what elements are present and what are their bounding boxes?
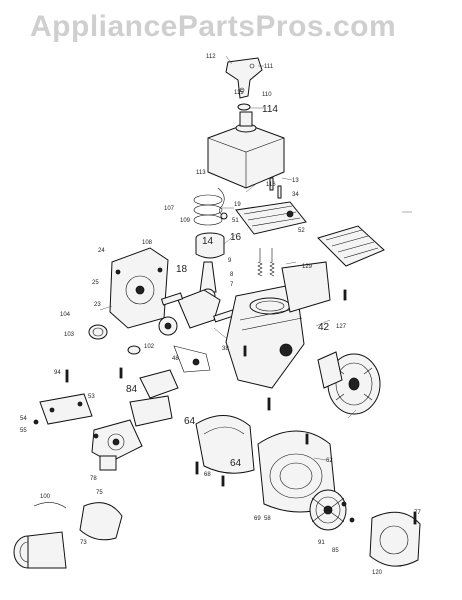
callout-120: 120	[372, 570, 383, 576]
callout-84: 84	[126, 384, 138, 395]
callout-111: 111	[264, 64, 274, 70]
muffler	[13, 531, 67, 569]
callout-78: 78	[90, 476, 97, 482]
leader-lines	[99, 55, 412, 461]
fuel-line-fitting	[217, 187, 228, 220]
gasket-small-top	[237, 103, 251, 111]
callout-104: 104	[60, 312, 71, 318]
callout-55: 55	[20, 428, 27, 434]
callout-64b: 64	[230, 458, 242, 469]
callout-8: 8	[230, 272, 234, 278]
piston	[195, 232, 225, 259]
callout-110: 110	[262, 92, 272, 98]
callout-108: 108	[142, 240, 153, 246]
callout-42: 42	[318, 322, 330, 333]
callout-112: 112	[206, 54, 216, 60]
callout-77: 77	[414, 510, 421, 516]
callout-23: 23	[94, 302, 101, 308]
throttle-bracket	[225, 57, 263, 99]
callout-52: 52	[298, 228, 305, 234]
recoil-starter	[369, 511, 421, 567]
governor-linkage	[139, 345, 211, 399]
callout-7: 7	[230, 282, 234, 288]
callout-48: 48	[172, 356, 179, 362]
callout-51: 51	[232, 218, 239, 224]
callout-116: 116	[266, 182, 276, 188]
callout-54: 54	[20, 416, 27, 422]
starter-pulley	[309, 489, 347, 531]
bearing-washer	[127, 345, 141, 355]
callout-114: 114	[262, 104, 278, 115]
callout-64a: 64	[184, 416, 196, 427]
muffler-guard	[33, 502, 67, 509]
fuel-tank-bracket	[39, 393, 93, 425]
callout-24: 24	[98, 248, 105, 254]
exhaust-deflector	[79, 502, 123, 541]
callout-69: 69	[254, 516, 261, 522]
callout-9: 9	[228, 258, 232, 264]
callout-14: 14	[202, 236, 214, 247]
callout-68: 68	[204, 472, 211, 478]
callout-25: 25	[92, 280, 99, 286]
air-filter-element	[317, 225, 385, 267]
carburetor	[91, 419, 143, 471]
watermark-text: AppliancePartsPros.com	[30, 10, 397, 43]
flywheel	[327, 353, 381, 415]
intake-manifold	[129, 395, 173, 427]
callout-127: 127	[336, 324, 347, 330]
blower-housing	[257, 430, 337, 513]
callout-85: 85	[332, 548, 339, 554]
valve-springs	[257, 248, 275, 277]
callout-13: 13	[292, 178, 299, 184]
breather-cover	[281, 261, 331, 313]
callout-103: 103	[64, 332, 75, 338]
oil-seal	[88, 324, 108, 340]
callout-73: 73	[80, 540, 87, 546]
callout-94: 94	[54, 370, 61, 376]
engine-block	[225, 283, 305, 389]
callout-75: 75	[96, 490, 103, 496]
callout-18: 18	[176, 264, 188, 275]
callout-129: 129	[302, 264, 313, 270]
ignition-module	[317, 351, 343, 389]
piston-rings	[193, 194, 223, 226]
crankcase-cover	[109, 247, 169, 329]
callout-19: 19	[234, 202, 241, 208]
cylinder-head	[235, 201, 307, 235]
callout-34: 34	[292, 192, 299, 198]
callout-labels: 112 111 115 110 114 116 113 13 34 19 51 …	[20, 54, 421, 576]
head-bolts-top	[269, 177, 282, 199]
callout-107: 107	[164, 206, 175, 212]
callout-58: 58	[264, 516, 271, 522]
callout-100: 100	[40, 494, 51, 500]
callout-113: 113	[196, 170, 206, 176]
callout-38: 38	[222, 346, 229, 352]
callout-53: 53	[88, 394, 95, 400]
callout-62: 62	[326, 458, 333, 464]
camshaft-gear	[158, 316, 178, 336]
misc-fasteners	[33, 289, 417, 525]
callout-109: 109	[180, 218, 191, 224]
callout-16: 16	[230, 232, 242, 243]
cylinder-shroud	[195, 415, 255, 474]
callout-102: 102	[144, 344, 155, 350]
callout-91: 91	[318, 540, 325, 546]
air-cleaner-body	[207, 111, 285, 189]
callout-115: 115	[234, 90, 244, 96]
